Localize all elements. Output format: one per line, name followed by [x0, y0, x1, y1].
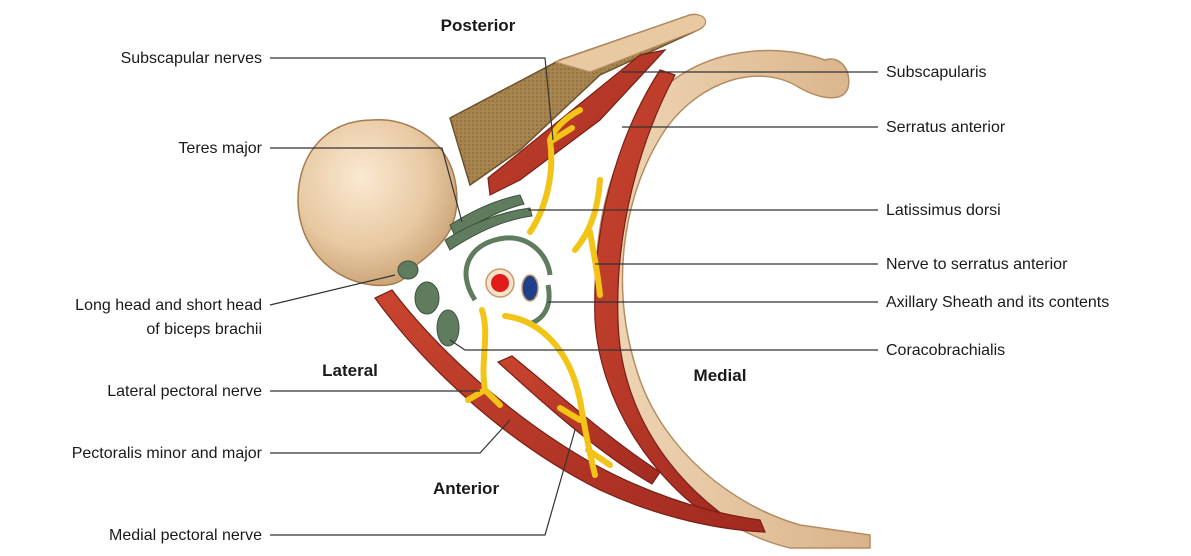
axillary-artery-lumen: [491, 274, 509, 292]
label-lateral-pectoral-nerve: Lateral pectoral nerve: [107, 383, 262, 400]
orientation-medial: Medial: [694, 366, 747, 385]
coracobrachialis-muscle: [437, 310, 459, 346]
orientation-anterior: Anterior: [433, 479, 500, 498]
label-subscapularis: Subscapularis: [886, 64, 987, 81]
label-serratus-anterior: Serratus anterior: [886, 119, 1006, 136]
label-teres-major: Teres major: [178, 140, 262, 157]
label-biceps-line1: Long head and short head: [75, 297, 262, 314]
biceps-short-head: [415, 282, 439, 314]
orientation-posterior: Posterior: [441, 16, 516, 35]
leader-coracobrachialis: [450, 340, 878, 350]
label-axillary-sheath: Axillary Sheath and its contents: [886, 294, 1109, 311]
label-nerve-to-serratus: Nerve to serratus anterior: [886, 256, 1068, 273]
humerus-head: [298, 120, 457, 286]
orientation-lateral: Lateral: [322, 361, 378, 380]
axillary-vein: [522, 275, 538, 301]
label-medial-pectoral-nerve: Medial pectoral nerve: [109, 527, 262, 544]
leader-pectoralis: [270, 420, 510, 453]
label-biceps-line2: of biceps brachii: [146, 321, 262, 338]
label-latissimus-dorsi: Latissimus dorsi: [886, 202, 1001, 219]
label-subscapular-nerves: Subscapular nerves: [121, 50, 262, 67]
nerve-to-serratus-anterior: [575, 180, 600, 295]
label-pectoralis: Pectoralis minor and major: [72, 445, 263, 462]
label-coracobrachialis: Coracobrachialis: [886, 342, 1005, 359]
biceps-long-head: [398, 261, 418, 279]
